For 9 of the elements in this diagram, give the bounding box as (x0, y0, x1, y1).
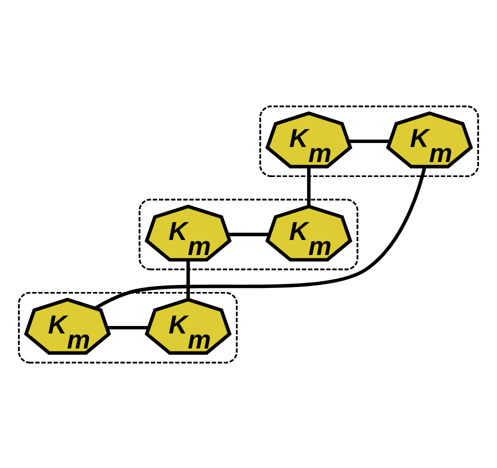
connector (228, 232, 270, 236)
connector (94, 166, 426, 310)
cluster (138, 198, 358, 270)
connector (186, 259, 190, 300)
connector (307, 166, 311, 206)
cluster (259, 105, 479, 177)
connector (106, 325, 149, 329)
cluster (18, 291, 238, 363)
connector (348, 139, 390, 143)
